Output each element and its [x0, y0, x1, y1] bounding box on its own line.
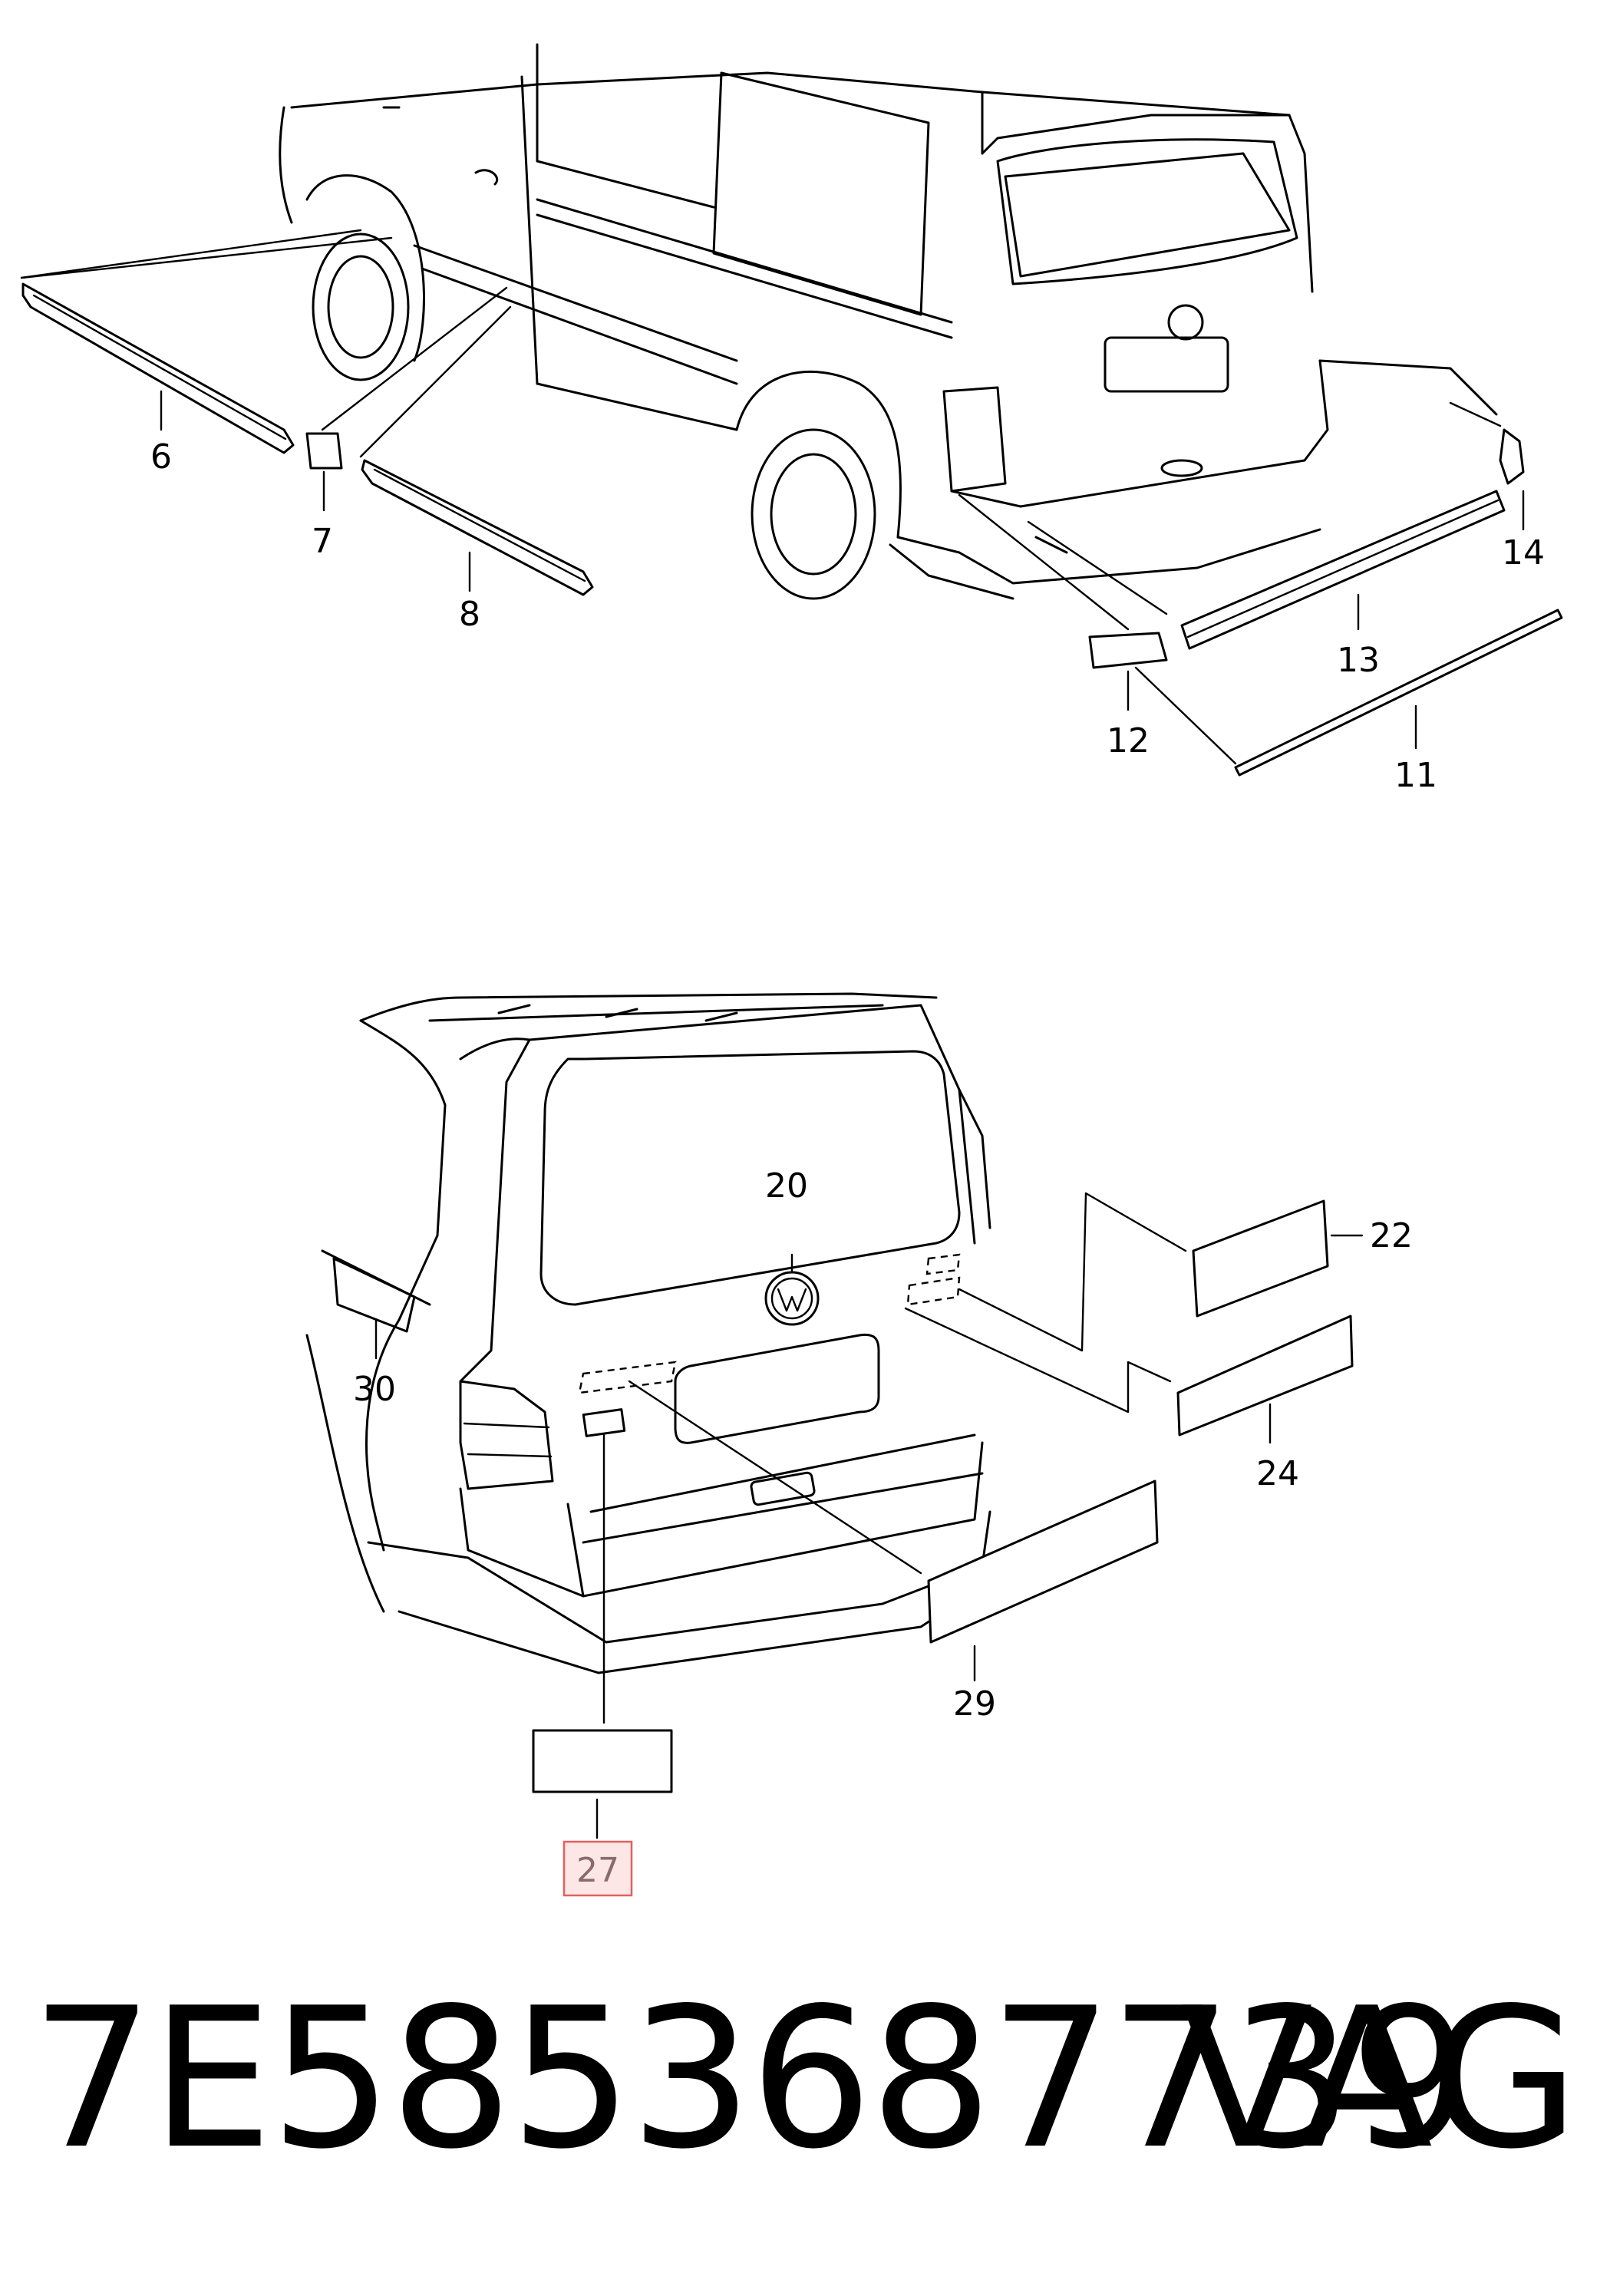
- part-8-moulding: [359, 305, 594, 596]
- top-van-drawing: [279, 43, 1498, 600]
- part-22-decal: [958, 1192, 1364, 1352]
- part-11-strip: [1134, 609, 1563, 777]
- part-30-marker: [332, 1257, 416, 1360]
- callout-30: 30: [353, 1370, 396, 1409]
- callout-7: 7: [312, 522, 333, 561]
- callout-6: 6: [150, 437, 172, 477]
- callout-20: 20: [765, 1166, 808, 1206]
- highlighted-callout-27: 27: [563, 1840, 633, 1897]
- part-12-bumper-end: [958, 493, 1168, 711]
- part-13-bumper-strip: [1027, 490, 1506, 650]
- callout-13: 13: [1337, 641, 1380, 680]
- part-14-corner-cap: [1449, 401, 1525, 531]
- part-27-label: [532, 1433, 673, 1839]
- brand-label: VAG: [1180, 1967, 1579, 2192]
- parts-diagram: 6 7 8 11 12 13 14: [20, 43, 1563, 1897]
- highlight-box: [563, 1840, 633, 1897]
- callout-22: 22: [1370, 1216, 1413, 1255]
- callout-11: 11: [1394, 756, 1437, 795]
- callout-29: 29: [953, 1684, 996, 1724]
- callout-24: 24: [1256, 1454, 1299, 1493]
- part-number: 7E5853687739: [31, 1967, 1473, 2192]
- callout-27: 27: [576, 1851, 619, 1890]
- footer: 7E5853687739 VAG: [0, 1964, 1610, 2195]
- part-29-decal: [628, 1380, 1159, 1682]
- callout-8: 8: [459, 595, 480, 634]
- callout-12: 12: [1107, 721, 1150, 760]
- callout-14: 14: [1502, 533, 1545, 572]
- part-6-moulding: [20, 229, 393, 454]
- part-24-decal: [904, 1307, 1354, 1444]
- bottom-van-drawing: [305, 992, 991, 1674]
- part-7-trim-piece: [305, 286, 508, 512]
